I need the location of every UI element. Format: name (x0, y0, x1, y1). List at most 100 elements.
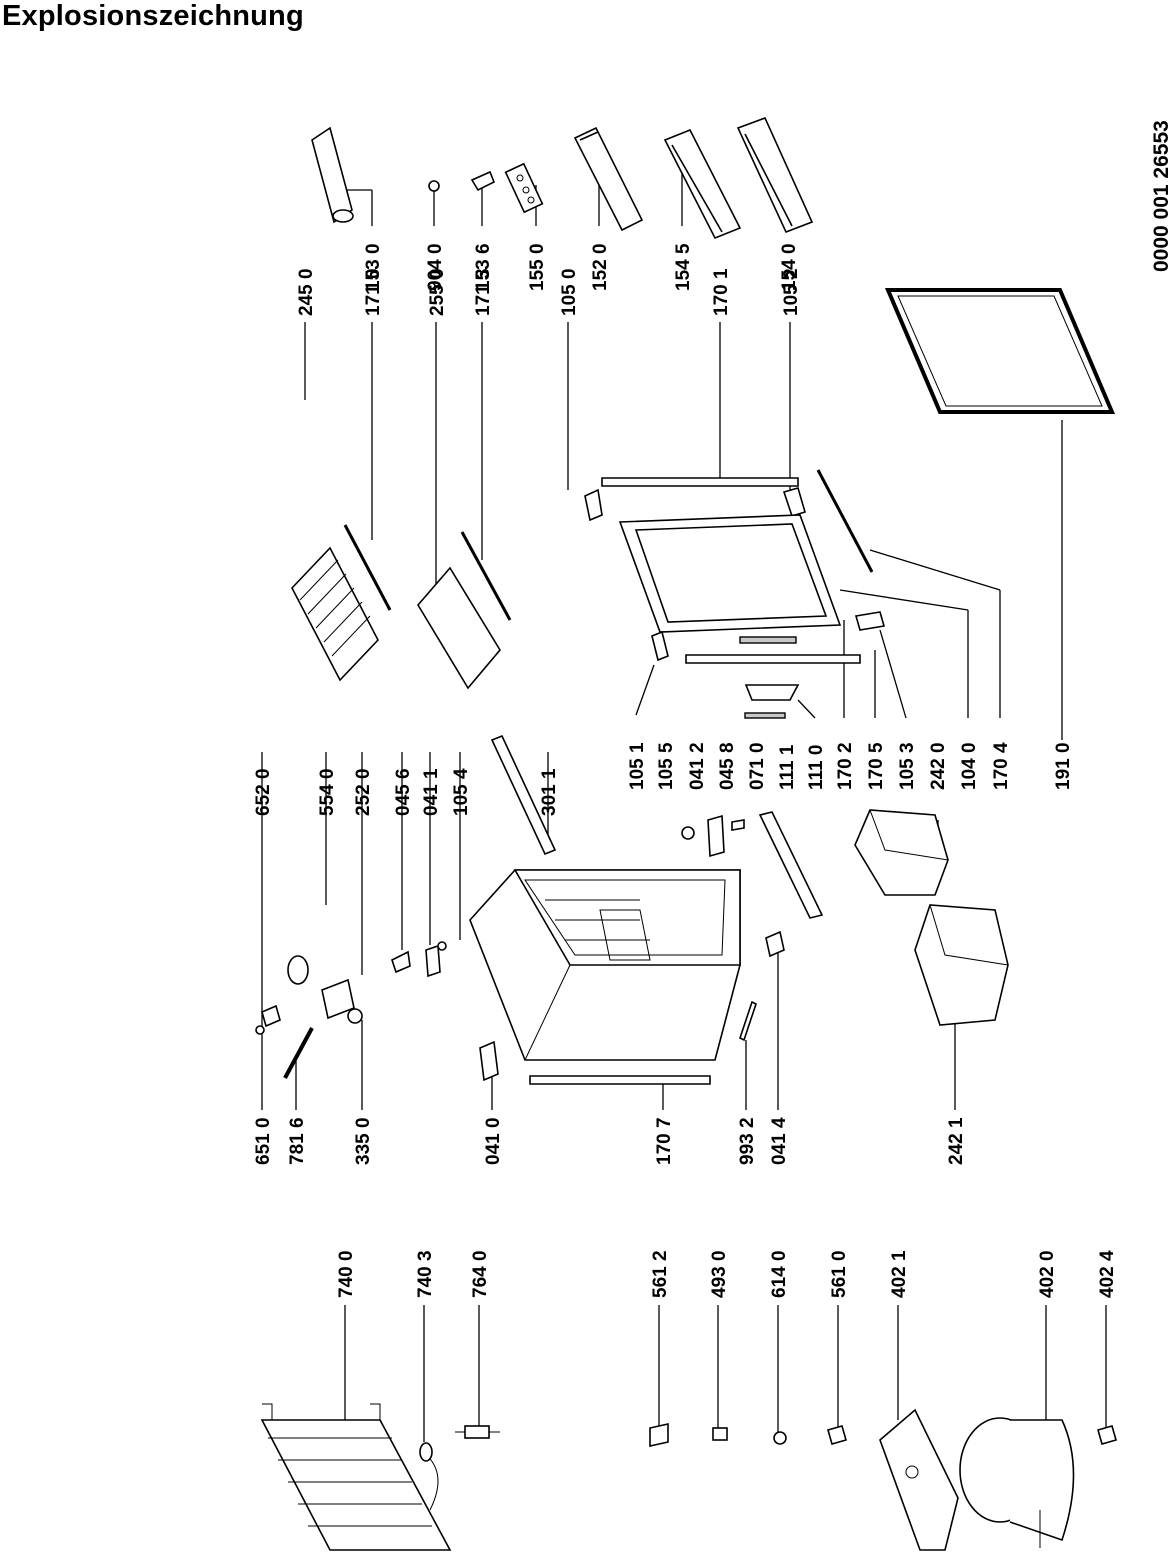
part-152-0-drawing (573, 126, 644, 232)
part-111-1-drawing (744, 712, 786, 719)
label-041-4: 041 4 (769, 1117, 790, 1165)
label-170-7: 170 7 (654, 1117, 675, 1165)
label-781-6: 781 6 (287, 1117, 308, 1165)
part-255-0-drawing (417, 566, 501, 690)
part-781-6-drawing (283, 1027, 314, 1079)
label-301-1: 301 1 (539, 768, 560, 816)
part-402-1-drawing (879, 1408, 959, 1551)
part-764-0-drawing (455, 1425, 500, 1439)
part-242-0-drawing (854, 809, 949, 896)
part-651-0-drawing (255, 1025, 265, 1035)
part-171-3-drawing (460, 531, 512, 621)
part-041-2-drawing (707, 814, 725, 858)
label-154-5: 154 5 (673, 243, 694, 291)
label-171-3: 171 3 (473, 268, 494, 316)
label-652-0: 652 0 (253, 768, 274, 816)
label-191-0: 191 0 (1053, 742, 1074, 790)
label-104-0: 104 0 (959, 742, 980, 790)
part-041-4-drawing (765, 930, 785, 958)
part-104-0-drawing (618, 514, 842, 633)
page-title: Explosionszeichnung (2, 0, 304, 32)
label-105-2: 105 2 (781, 268, 802, 316)
part-105-0-drawing (584, 488, 603, 522)
part-041-0-drawing (479, 1040, 499, 1082)
part-493-0-drawing (712, 1427, 728, 1441)
part-155-0-drawing (504, 162, 544, 214)
part-170-4-drawing (816, 469, 874, 573)
part-301-1-drawing (490, 734, 557, 856)
part-170-1-drawing (601, 477, 799, 487)
part-041-1-drawing (425, 944, 441, 978)
label-554-0: 554 0 (317, 768, 338, 816)
label-041-1: 041 1 (421, 768, 442, 816)
part-labels: 153 0 904 0 153 6 155 0 152 0 154 5 154 … (253, 243, 1118, 1298)
label-651-0: 651 0 (253, 1117, 274, 1165)
part-153-0-drawing (311, 126, 354, 224)
part-402-4-drawing (1097, 1425, 1117, 1445)
part-105-2-drawing (782, 487, 806, 517)
label-105-3: 105 3 (897, 742, 918, 790)
part-740-3-drawing (419, 1442, 433, 1462)
part-561-0-drawing (827, 1425, 847, 1445)
part-105-1-drawing (651, 630, 669, 662)
label-152-0: 152 0 (590, 243, 611, 291)
label-252-0: 252 0 (353, 768, 374, 816)
label-402-0: 402 0 (1037, 1250, 1058, 1298)
label-764-0: 764 0 (470, 1250, 491, 1298)
label-105-4: 105 4 (451, 768, 472, 816)
part-252-0-drawing (321, 978, 355, 1020)
part-153-6-drawing (470, 170, 496, 192)
label-045-8: 045 8 (717, 742, 738, 790)
part-105-3-drawing (854, 611, 886, 631)
label-255-0: 255 0 (427, 268, 448, 316)
part-045-6-drawing (391, 950, 411, 974)
label-111-1: 111 1 (777, 744, 798, 790)
part-191-0-drawing (884, 288, 1116, 414)
label-170-4: 170 4 (991, 742, 1012, 790)
part-071-0-drawing (758, 811, 824, 919)
label-614-0: 614 0 (769, 1250, 790, 1298)
label-153-6: 153 6 (473, 243, 494, 291)
label-170-5: 170 5 (866, 742, 887, 790)
label-041-0: 041 0 (483, 1117, 504, 1165)
part-171-0-drawing (343, 524, 392, 611)
label-105-5: 105 5 (656, 742, 677, 790)
label-153-0: 153 0 (363, 243, 384, 291)
label-493-0: 493 0 (709, 1250, 730, 1298)
label-105-0: 105 0 (559, 268, 580, 316)
label-740-3: 740 3 (415, 1250, 436, 1298)
part-105-5-drawing (681, 826, 695, 840)
part-561-2-drawing (649, 1423, 669, 1447)
part-170-7-drawing (529, 1075, 711, 1085)
part-740-0-drawing (260, 1403, 452, 1551)
part-993-2-drawing (739, 1000, 757, 1042)
label-170-2: 170 2 (835, 742, 856, 790)
label-993-2: 993 2 (737, 1117, 758, 1165)
label-155-0: 155 0 (527, 243, 548, 291)
cabinet-drawing (469, 869, 741, 1061)
label-561-0: 561 0 (829, 1250, 850, 1298)
label-154-0: 154 0 (779, 243, 800, 291)
part-652-0-drawing (261, 1004, 281, 1028)
label-402-1: 402 1 (889, 1250, 910, 1298)
label-171-0: 171 0 (363, 268, 384, 316)
part-402-0-drawing (959, 1417, 1075, 1548)
part-554-0-drawing (287, 955, 309, 985)
part-245-0-drawing (291, 546, 379, 682)
label-071-0: 071 0 (747, 742, 768, 790)
label-041-2: 041 2 (687, 742, 708, 790)
label-242-0: 242 0 (928, 742, 949, 790)
label-111-0: 111 0 (806, 745, 827, 790)
part-154-0-drawing (736, 116, 814, 234)
part-335-0-drawing (347, 1008, 363, 1024)
part-614-0-drawing (773, 1431, 787, 1445)
label-245-0: 245 0 (296, 268, 317, 316)
part-105-4-drawing (437, 941, 447, 951)
part-904-0-drawing (428, 180, 440, 192)
part-170-2-drawing (685, 654, 861, 664)
label-335-0: 335 0 (353, 1117, 374, 1165)
label-105-1: 105 1 (627, 742, 648, 790)
label-045-6: 045 6 (393, 768, 414, 816)
label-561-2: 561 2 (650, 1250, 671, 1298)
